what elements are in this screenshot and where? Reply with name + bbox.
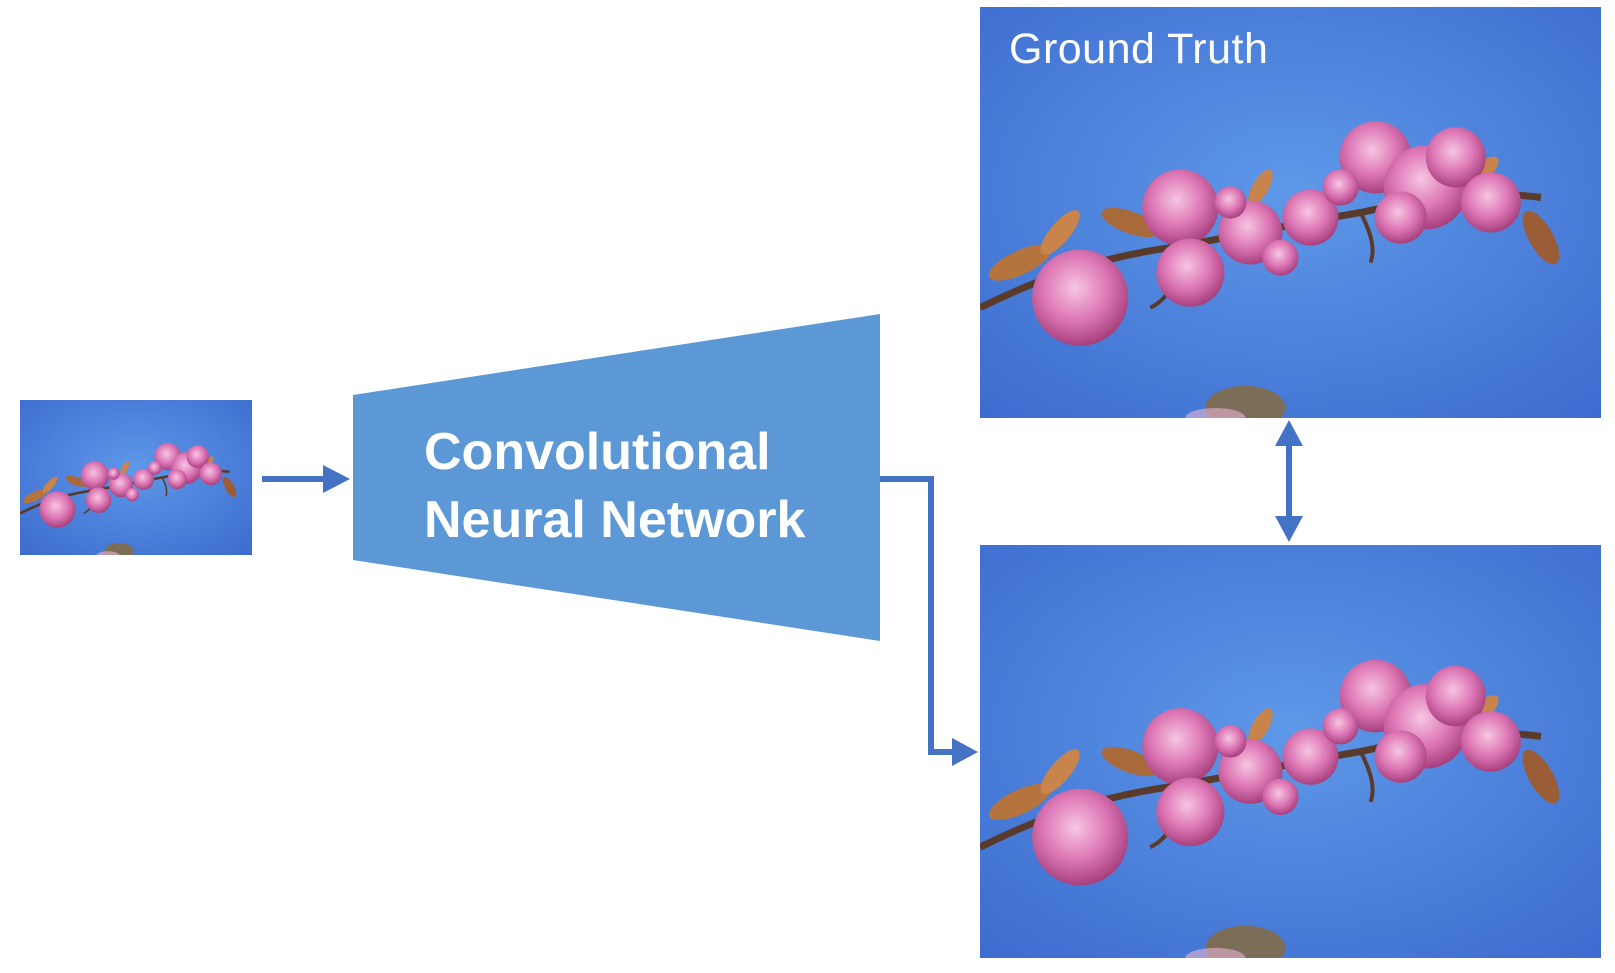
- output-arrow: [880, 476, 955, 755]
- output-arrowhead: [952, 738, 978, 766]
- input-arrowhead: [323, 465, 350, 493]
- cnn-label: Convolutional Neural Network: [424, 418, 844, 554]
- compare-arrowhead-up: [1275, 420, 1303, 446]
- cnn-label-line1: Convolutional: [424, 423, 771, 481]
- cnn-label-line2: Neural Network: [424, 491, 806, 549]
- cnn-trapezoid: [353, 314, 880, 641]
- ground-truth-label: Ground Truth: [1009, 25, 1269, 73]
- compare-arrowhead-down: [1275, 516, 1303, 542]
